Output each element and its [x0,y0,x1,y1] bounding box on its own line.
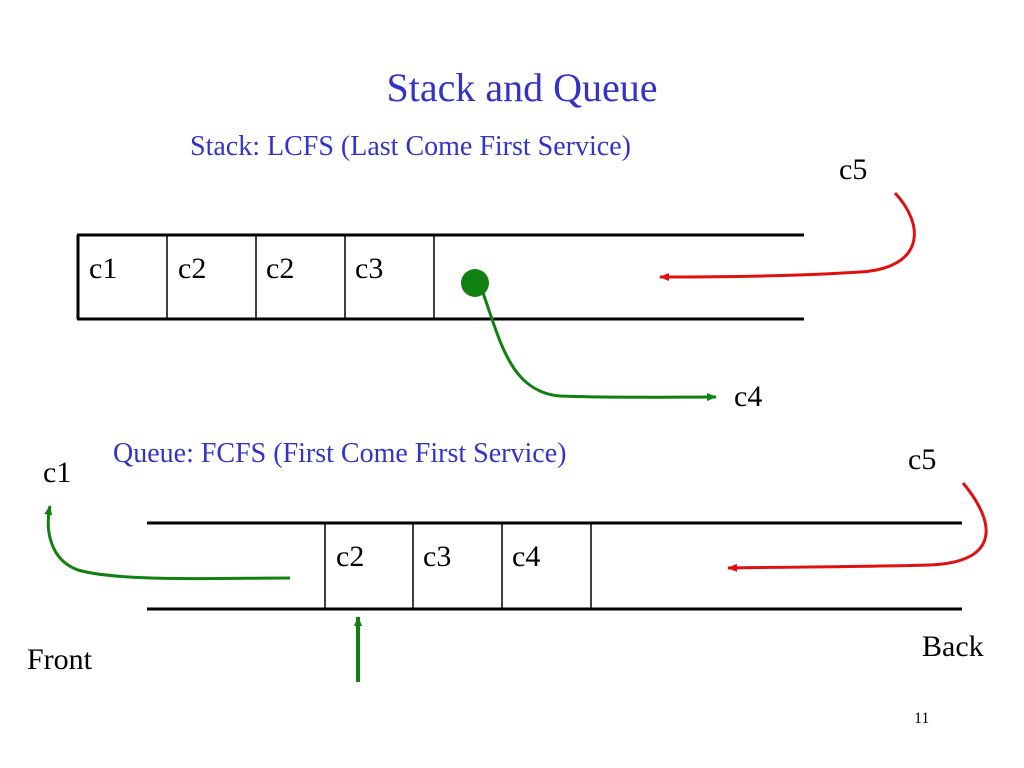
queue-container [147,521,962,611]
page-number: 11 [914,710,930,727]
stack-cell: c2 [266,252,295,285]
stack-cell: c3 [355,252,384,285]
slide-title: Stack and Queue [386,65,658,110]
queue-enqueue-arrow [727,482,988,572]
queue-cell: c3 [423,540,452,573]
stack-push-arrow [659,191,916,281]
stack-incoming-label: c5 [839,153,868,186]
queue-front-label: Front [27,643,93,676]
stack-pop-arrow [480,289,717,402]
stack-top-pointer-dot [461,269,489,297]
queue-dequeue-arrow [44,505,291,581]
queue-outgoing-label: c1 [43,456,72,489]
stack-container [76,233,804,321]
queue-incoming-label: c5 [908,443,937,476]
queue-back-label: Back [922,630,984,663]
queue-cell: c4 [512,540,541,573]
stack-outgoing-label: c4 [734,380,763,413]
queue-caption: Queue: FCFS (First Come First Service) [113,438,567,469]
queue-cell: c2 [336,540,365,573]
stack-cell: c1 [89,252,118,285]
stack-caption: Stack: LCFS (Last Come First Service) [190,131,631,162]
stack-cell: c2 [178,252,207,285]
